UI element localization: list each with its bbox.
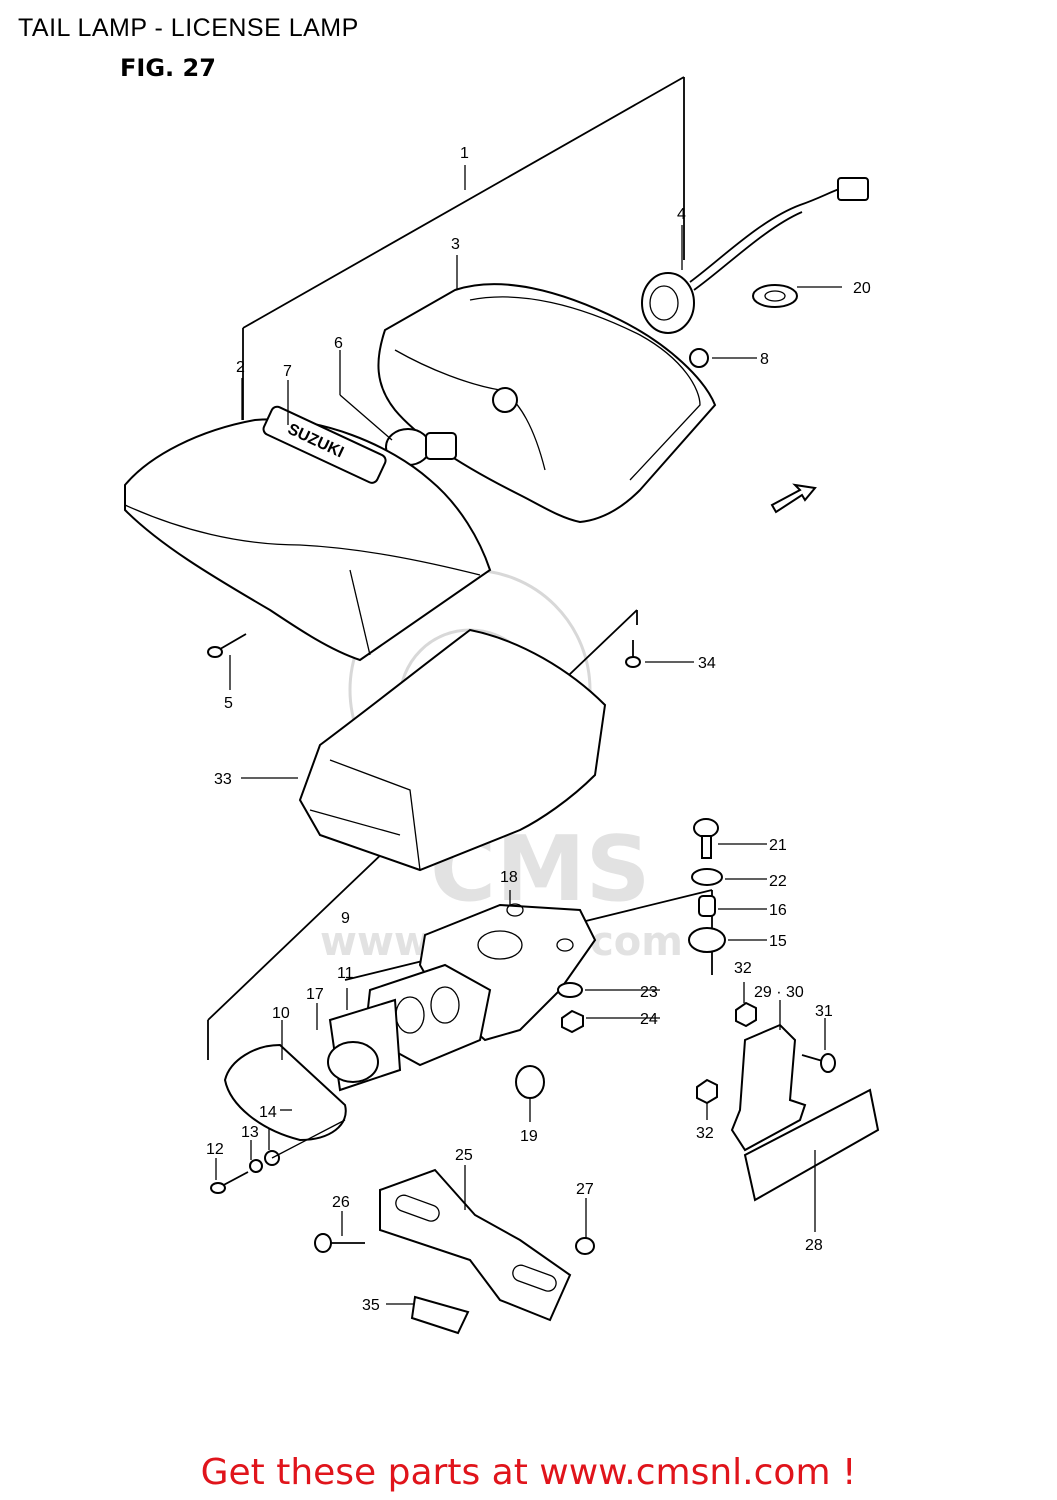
callout-23: 23 [640,984,658,1001]
callout-12: 12 [206,1141,224,1158]
callout-9: 9 [341,910,350,927]
callout-19: 19 [520,1128,538,1145]
callout-11: 11 [337,965,354,982]
plate-bracket [314,1168,595,1335]
callout-14: 14 [259,1104,277,1121]
leader-lines [215,165,842,1305]
tail-lamp-housing [377,283,717,524]
callout-2: 2 [236,359,245,376]
callout-21: 21 [769,837,787,854]
callout-32-upper: 32 [734,960,752,977]
callout-3: 3 [451,236,460,253]
callout-28: 28 [805,1237,823,1254]
lamp-cover [298,628,607,872]
callout-25: 25 [455,1147,473,1164]
callout-27: 27 [576,1181,594,1198]
callout-31: 31 [815,1003,833,1020]
mount-stack [557,818,726,1034]
screw-34 [625,640,641,668]
screw-5 [207,633,247,658]
callout-20: 20 [853,280,871,297]
tail-lamp-lens: SUZUKI [124,405,492,662]
callout-26: 26 [332,1194,350,1211]
callout-17: 17 [306,986,324,1003]
callout-29-30: 29 · 30 [754,984,804,1001]
get-parts-link[interactable]: Get these parts at www.cmsnl.com ! [200,1452,857,1493]
damper-19 [515,1065,545,1099]
callout-32-lower: 32 [696,1125,714,1142]
callout-8: 8 [760,351,769,368]
page-title: TAIL LAMP - LICENSE LAMP [18,14,359,42]
callout-4: 4 [677,206,686,223]
reflector-assembly [696,1001,880,1202]
front-arrow-icon [770,483,817,514]
license-lamp-screws [210,1119,346,1194]
figure-number: FIG. 27 [120,54,216,82]
license-lamp-unit [223,963,492,1142]
callout-13: 13 [241,1124,259,1141]
callout-7: 7 [283,363,292,380]
callout-33: 33 [214,771,232,788]
callout-35: 35 [362,1297,380,1314]
callout-18: 18 [500,869,518,886]
callout-10: 10 [272,1005,290,1022]
callout-22: 22 [769,873,787,890]
callout-6: 6 [334,335,343,352]
callout-1: 1 [460,145,469,162]
callout-24: 24 [640,1011,658,1028]
callout-5: 5 [224,695,233,712]
callout-labels: 1 2 3 4 5 6 7 8 9 10 11 12 13 14 15 16 1… [206,145,871,1314]
callout-34: 34 [698,655,716,672]
callout-15: 15 [769,933,787,950]
callout-16: 16 [769,902,787,919]
socket-wiring [641,177,869,368]
